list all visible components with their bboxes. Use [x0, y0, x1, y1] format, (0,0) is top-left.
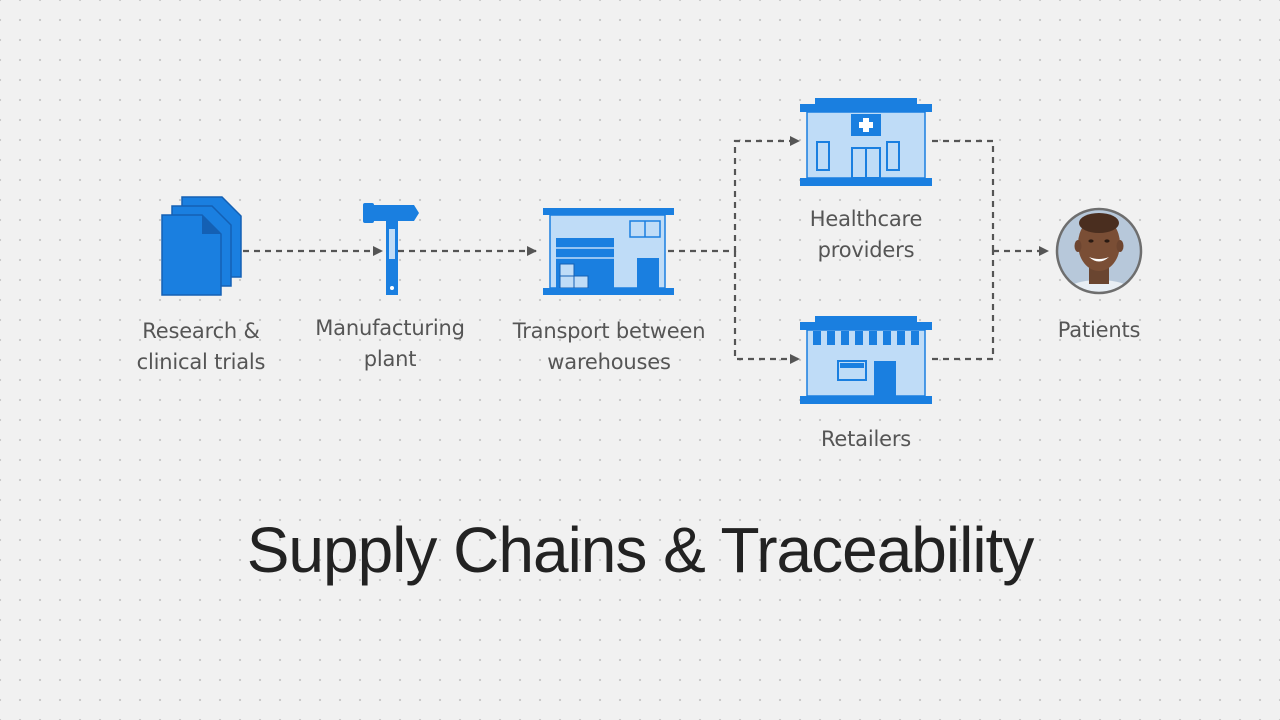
hospital-icon [800, 98, 932, 186]
label-line: providers [817, 238, 915, 262]
page-title: Supply Chains & Traceability [246, 514, 1035, 586]
connector-transport-to-retailers [733, 251, 800, 364]
patient-avatar [1055, 207, 1143, 295]
label-line: Healthcare [809, 207, 923, 231]
node-label-retailers: Retailers [766, 424, 966, 455]
label-line: Retailers [820, 427, 912, 451]
node-label-patients: Patients [1024, 315, 1174, 346]
label-line: warehouses [547, 350, 671, 374]
awning [813, 331, 919, 345]
node-label-transport: Transport between warehouses [494, 316, 724, 378]
documents-icon [161, 196, 242, 296]
connector-healthcare-to-patients [932, 139, 995, 251]
label-line: clinical trials [136, 350, 266, 374]
connectors [243, 136, 1049, 364]
label-line: Patients [1057, 318, 1141, 342]
label-line: plant [363, 347, 417, 371]
hammer-icon [363, 203, 419, 295]
node-label-research: Research & clinical trials [101, 316, 301, 378]
label-line: Transport between [512, 319, 706, 343]
node-label-healthcare: Healthcare providers [766, 204, 966, 266]
connector-retailers-to-patients [932, 251, 995, 361]
label-line: Research & [142, 319, 260, 343]
store-icon [800, 316, 932, 404]
connector-transport-to-healthcare [668, 136, 800, 253]
warehouse-icon [543, 208, 674, 295]
node-label-manufacturing: Manufacturing plant [290, 313, 490, 375]
label-line: Manufacturing [315, 316, 465, 340]
